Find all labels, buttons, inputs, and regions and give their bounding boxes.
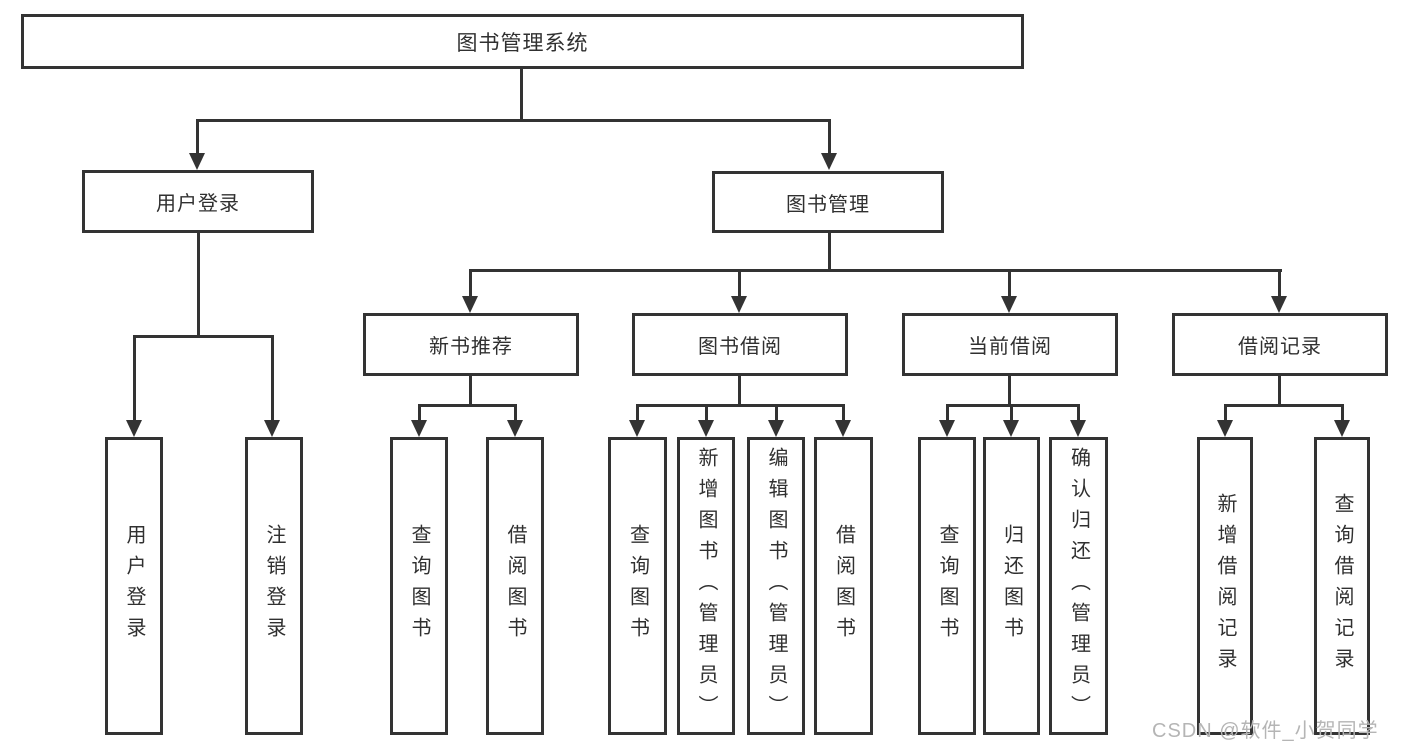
watermark: CSDN @软件_小贺同学 <box>1152 720 1379 742</box>
arrowhead-down <box>768 420 784 437</box>
leaf-query-books-current-label: 查询图书 <box>936 524 958 648</box>
node-current-borrowing-label: 当前借阅 <box>968 336 1052 358</box>
node-borrowing-records-label: 借阅记录 <box>1238 336 1322 358</box>
leaf-borrow-books-recommend: 借阅图书 <box>486 437 544 735</box>
connector-hline <box>1224 404 1344 407</box>
leaf-borrow-books-recommend-label: 借阅图书 <box>504 524 526 648</box>
connector-vline <box>842 404 845 421</box>
connector-hline <box>133 335 274 338</box>
connector-vline <box>828 233 831 272</box>
arrowhead-down <box>1003 420 1019 437</box>
arrowhead-down <box>126 420 142 437</box>
connector-vline <box>775 404 778 421</box>
connector-vline <box>738 376 741 406</box>
leaf-query-books-borrowing-label: 查询图书 <box>626 524 649 648</box>
connector-vline <box>197 233 200 337</box>
leaf-borrow-books-borrowing: 借阅图书 <box>814 437 873 735</box>
arrowhead-down <box>462 296 478 313</box>
node-book-management: 图书管理 <box>712 171 944 233</box>
connector-vline <box>828 119 831 154</box>
connector-vline <box>133 335 136 421</box>
leaf-borrow-books-borrowing-label: 借阅图书 <box>832 524 855 648</box>
arrowhead-down <box>411 420 427 437</box>
connector-vline <box>1008 269 1011 297</box>
leaf-confirm-return-admin-label: 确认归还（管理员） <box>1067 446 1090 726</box>
node-new-book-recommendation-label: 新书推荐 <box>429 336 513 358</box>
leaf-confirm-return-admin: 确认归还（管理员） <box>1049 437 1108 735</box>
connector-vline <box>636 404 639 421</box>
arrowhead-down <box>731 296 747 313</box>
connector-vline <box>1077 404 1080 421</box>
arrowhead-down <box>629 420 645 437</box>
arrowhead-down <box>939 420 955 437</box>
arrowhead-down <box>1070 420 1086 437</box>
leaf-query-books-recommend-label: 查询图书 <box>408 524 430 648</box>
arrowhead-down <box>1334 420 1350 437</box>
leaf-query-books-recommend: 查询图书 <box>390 437 448 735</box>
connector-hline <box>636 404 844 407</box>
leaf-return-books: 归还图书 <box>983 437 1040 735</box>
connector-hline <box>469 269 1282 272</box>
leaf-add-books-admin-label: 新增图书（管理员） <box>695 446 717 726</box>
leaf-add-borrow-record: 新增借阅记录 <box>1197 437 1253 735</box>
leaf-return-books-label: 归还图书 <box>1000 524 1023 648</box>
connector-vline <box>738 269 741 297</box>
leaf-add-borrow-record-label: 新增借阅记录 <box>1214 493 1236 679</box>
leaf-user-login-label: 用户登录 <box>123 524 145 648</box>
arrowhead-down <box>189 153 205 170</box>
connector-vline <box>946 404 949 421</box>
connector-vline <box>705 404 708 421</box>
connector-vline <box>469 269 472 297</box>
arrowhead-down <box>1001 296 1017 313</box>
node-user-login: 用户登录 <box>82 170 314 233</box>
leaf-edit-books-admin-label: 编辑图书（管理员） <box>765 446 787 726</box>
leaf-query-books-current: 查询图书 <box>918 437 976 735</box>
connector-vline <box>1341 404 1344 421</box>
leaf-query-borrow-record-label: 查询借阅记录 <box>1331 493 1353 679</box>
connector-hline <box>418 404 517 407</box>
node-library-system: 图书管理系统 <box>21 14 1024 69</box>
connector-vline <box>1278 376 1281 406</box>
arrowhead-down <box>821 153 837 170</box>
leaf-edit-books-admin: 编辑图书（管理员） <box>747 437 805 735</box>
node-user-login-label: 用户登录 <box>156 193 240 215</box>
leaf-user-login: 用户登录 <box>105 437 163 735</box>
arrowhead-down <box>507 420 523 437</box>
connector-vline <box>418 404 421 421</box>
leaf-add-books-admin: 新增图书（管理员） <box>677 437 735 735</box>
leaf-logout-label: 注销登录 <box>263 524 285 648</box>
leaf-query-borrow-record: 查询借阅记录 <box>1314 437 1370 735</box>
leaf-query-books-borrowing: 查询图书 <box>608 437 667 735</box>
arrowhead-down <box>698 420 714 437</box>
arrowhead-down <box>1217 420 1233 437</box>
arrowhead-down <box>1271 296 1287 313</box>
connector-vline <box>1278 269 1281 297</box>
leaf-logout: 注销登录 <box>245 437 303 735</box>
node-borrowing-records: 借阅记录 <box>1172 313 1388 376</box>
node-book-borrowing-label: 图书借阅 <box>698 336 782 358</box>
node-new-book-recommendation: 新书推荐 <box>363 313 579 376</box>
connector-vline <box>1008 376 1011 406</box>
connector-vline <box>271 335 274 421</box>
connector-vline <box>1010 404 1013 421</box>
node-book-borrowing: 图书借阅 <box>632 313 848 376</box>
connector-vline <box>514 404 517 421</box>
connector-vline <box>469 376 472 406</box>
connector-hline <box>196 119 830 122</box>
arrowhead-down <box>264 420 280 437</box>
node-current-borrowing: 当前借阅 <box>902 313 1118 376</box>
arrowhead-down <box>835 420 851 437</box>
node-book-management-label: 图书管理 <box>786 193 870 216</box>
connector-vline <box>1224 404 1227 421</box>
connector-vline <box>520 69 523 121</box>
node-library-system-label: 图书管理系统 <box>456 31 589 55</box>
connector-vline <box>196 119 199 154</box>
